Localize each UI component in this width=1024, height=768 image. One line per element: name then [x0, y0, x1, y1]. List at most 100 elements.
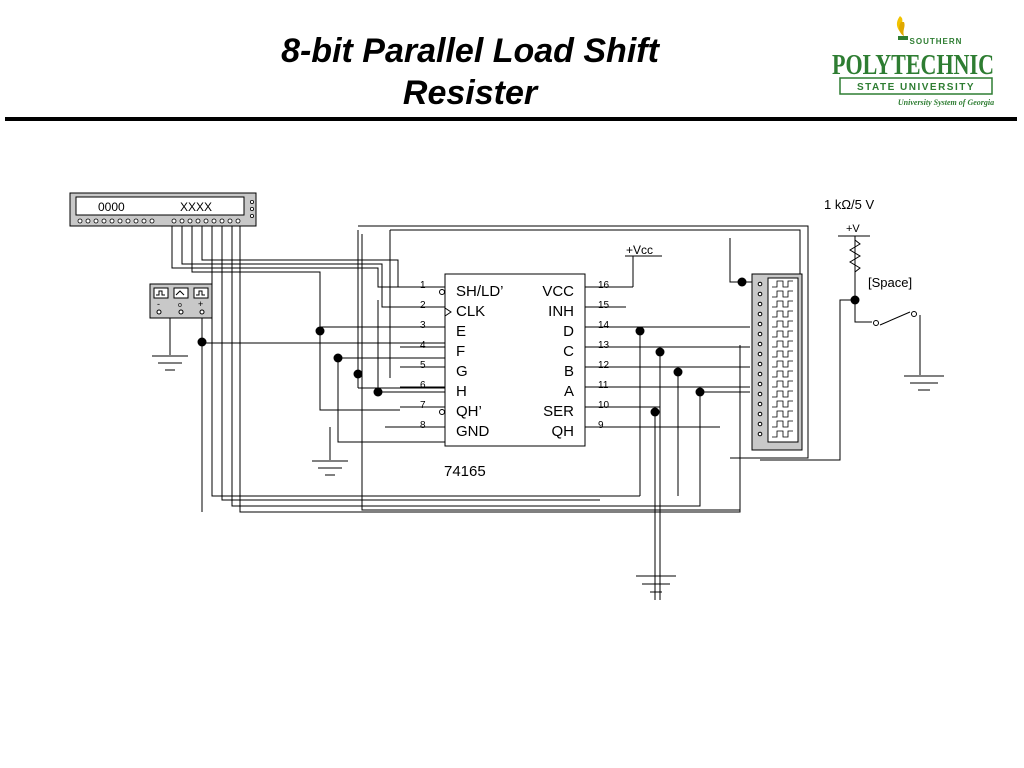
- resistor-symbol: [838, 235, 870, 273]
- analyzer-terminal: [757, 321, 763, 327]
- logo-top-text: SOUTHERN: [910, 37, 963, 46]
- chip-right-pin-name: INH: [548, 303, 574, 320]
- vcc-label: +Vcc: [626, 243, 653, 257]
- function-generator: - o +: [149, 283, 213, 319]
- logo-sub-text: STATE UNIVERSITY: [857, 82, 975, 93]
- analyzer-terminal: [757, 421, 763, 427]
- analyzer-trace: [772, 380, 793, 388]
- analyzer-terminal: [757, 431, 763, 437]
- chip-right-pin-name: D: [563, 323, 574, 340]
- chip-right-pin-number: 11: [598, 380, 609, 391]
- analyzer-trace: [772, 340, 793, 348]
- chip-right-pin-number: 10: [598, 400, 610, 411]
- chip-left-pin-number: 5: [420, 360, 426, 371]
- chip-left-pin-name: GND: [456, 423, 490, 440]
- chip-left-pin-name: CLK: [456, 303, 485, 320]
- analyzer-trace: [772, 360, 793, 368]
- ground-symbol-bottom: [636, 560, 676, 593]
- analyzer-trace: [772, 320, 793, 328]
- analyzer-trace: [772, 280, 793, 288]
- switch-symbol: [873, 311, 917, 326]
- switch-key-label: [Space]: [868, 275, 912, 290]
- function-generator-plus: +: [198, 299, 203, 309]
- plus-v-label: +V: [846, 223, 860, 235]
- chip-right-pin-name: VCC: [542, 283, 574, 300]
- chip-right-pin-number: 9: [598, 420, 604, 431]
- chip-right-pin-name: A: [564, 383, 574, 400]
- chip-left-pin-number: 1: [420, 280, 426, 291]
- university-logo: SOUTHERN POLYTECHNIC STATE UNIVERSITY Un…: [832, 16, 994, 107]
- chip-left-pin-number: 8: [420, 420, 426, 431]
- chip-left-pin-name: G: [456, 363, 468, 380]
- analyzer-terminal: [757, 361, 763, 367]
- ground-symbol-fg: [152, 355, 188, 371]
- analyzer-terminal: [757, 291, 763, 297]
- analyzer-trace: [772, 420, 793, 428]
- chip-left-pin-name: SH/LD’: [456, 283, 504, 300]
- junction-dots: [197, 277, 860, 417]
- chip-right-pin-number: 12: [598, 360, 610, 371]
- logic-display-right-value: XXXX: [180, 200, 212, 214]
- slide-title: 8-bit Parallel Load Shift Resister: [230, 30, 710, 114]
- chip-right-pin-name: C: [563, 343, 574, 360]
- analyzer-trace: [772, 290, 793, 298]
- logic-display-terminals: [77, 199, 254, 224]
- analyzer-trace: [772, 370, 793, 378]
- chip-74165-body: [444, 273, 586, 447]
- chip-right-pin-number: 15: [598, 300, 610, 311]
- sh-ld-inversion-bubble: [439, 289, 445, 295]
- logo-main-text: POLYTECHNIC: [832, 50, 994, 81]
- function-generator-center: o: [178, 302, 182, 309]
- analyzer-terminal: [757, 391, 763, 397]
- logo-tagline: University System of Georgia: [898, 98, 994, 107]
- chip-part-number: 74165: [444, 463, 486, 480]
- analyzer-trace: [772, 410, 793, 418]
- chip-right-pin-name: QH: [552, 423, 575, 440]
- resistor-label: 1 kΩ/5 V: [824, 197, 875, 212]
- ground-symbol-chip: [312, 460, 348, 476]
- analyzer-terminal: [757, 331, 763, 337]
- analyzer-trace-group: [757, 280, 793, 438]
- analyzer-trace: [772, 400, 793, 408]
- analyzer-trace: [772, 350, 793, 358]
- title-line-1: 8-bit Parallel Load Shift: [281, 32, 659, 70]
- analyzer-terminal: [757, 411, 763, 417]
- analyzer-terminal: [757, 341, 763, 347]
- analyzer-terminal: [757, 351, 763, 357]
- analyzer-trace: [772, 310, 793, 318]
- analyzer-terminal: [757, 311, 763, 317]
- chip-left-pin-name: F: [456, 343, 465, 360]
- chip-right-pin-name: SER: [543, 403, 574, 420]
- clock-input-marker: [444, 307, 452, 317]
- chip-right-pin-number: 16: [598, 280, 610, 291]
- analyzer-trace: [772, 390, 793, 398]
- chip-left-pin-name: H: [456, 383, 467, 400]
- function-generator-minus: -: [157, 299, 160, 309]
- chip-left-pin-number: 4: [420, 340, 426, 351]
- chip-right-pin-number: 13: [598, 340, 610, 351]
- chip-left-pin-number: 2: [420, 300, 426, 311]
- ground-symbol-switch: [904, 375, 944, 391]
- chip-left-pin-number: 3: [420, 320, 426, 331]
- chip-left-pin-name: QH’: [456, 403, 482, 420]
- chip-right-pin-name: B: [564, 363, 574, 380]
- analyzer-trace: [772, 430, 793, 438]
- title-line-2: Resister: [402, 74, 538, 112]
- chip-pin-group: 1 SH/LD’ 2 CLK 3 E 4 F 5 G 6 H 7 QH’ 8 GND 16 VCC 15 INH 14 D…: [420, 280, 610, 440]
- title-divider: [5, 117, 1017, 121]
- analyzer-trace: [772, 330, 793, 338]
- chip-right-pin-number: 14: [598, 320, 610, 331]
- qh-inversion-bubble: [439, 409, 445, 415]
- chip-left-pin-number: 6: [420, 380, 426, 391]
- logic-display-left-value: 0000: [98, 200, 125, 214]
- analyzer-terminal: [757, 401, 763, 407]
- analyzer-terminal: [757, 381, 763, 387]
- chip-left-pin-name: E: [456, 323, 466, 340]
- analyzer-terminal: [757, 301, 763, 307]
- analyzer-terminal: [757, 281, 763, 287]
- analyzer-trace: [772, 300, 793, 308]
- chip-left-pin-number: 7: [420, 400, 426, 411]
- analyzer-terminal: [757, 371, 763, 377]
- torch-icon: [896, 16, 908, 40]
